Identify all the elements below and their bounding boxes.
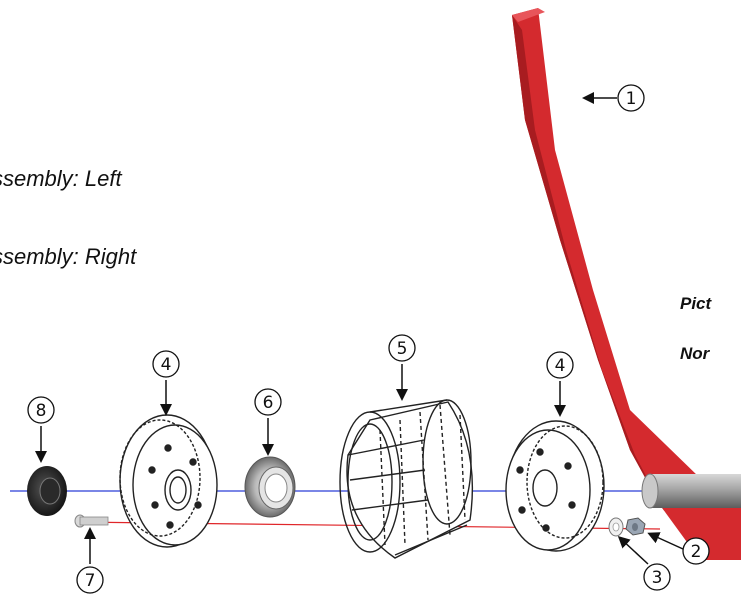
callout-label-5: 5 [397, 339, 408, 359]
callout-arrow-3 [617, 535, 649, 565]
callout-label-4-left: 4 [161, 355, 172, 375]
normal-caption-fragment: Nor [680, 344, 710, 363]
callout-label-8: 8 [36, 401, 47, 421]
arm-top-edge [512, 8, 545, 22]
callout-circle-2 [682, 537, 710, 565]
hub-left-part-4 [119, 414, 218, 548]
drum-part-5 [339, 399, 474, 559]
callout-circle-1 [617, 84, 645, 112]
callout-label-7: 7 [85, 571, 96, 591]
callout-circle-8 [27, 396, 55, 424]
callout-label-2: 2 [691, 542, 702, 562]
callout-circle-5 [388, 334, 416, 362]
picture-caption-fragment: Pict [680, 294, 712, 313]
bearing-part-6 [244, 456, 296, 518]
callout-label-4-right: 4 [555, 356, 566, 376]
callout-arrow-2 [647, 532, 684, 550]
callout-circle-3 [643, 563, 671, 591]
callouts: 1 2 3 4 4 5 6 7 8 [27, 84, 710, 594]
callout-label-1: 1 [626, 89, 637, 109]
hub-right-part-4 [505, 420, 605, 552]
callout-circle-4-right [546, 351, 574, 379]
assembly-left-caption: ssembly: Left [0, 166, 122, 191]
callout-circle-7 [76, 566, 104, 594]
bushing-part-8 [27, 466, 67, 516]
axle-shaft [641, 473, 741, 509]
callout-label-3: 3 [652, 568, 663, 588]
assembly-right-caption: ssembly: Right [0, 244, 137, 269]
callout-label-6: 6 [263, 393, 274, 413]
nut-part-2 [625, 517, 646, 536]
callout-circle-6 [254, 388, 282, 416]
washer-part-3 [608, 517, 624, 537]
bolt-part-7 [74, 514, 109, 528]
callout-circle-4-left [152, 350, 180, 378]
